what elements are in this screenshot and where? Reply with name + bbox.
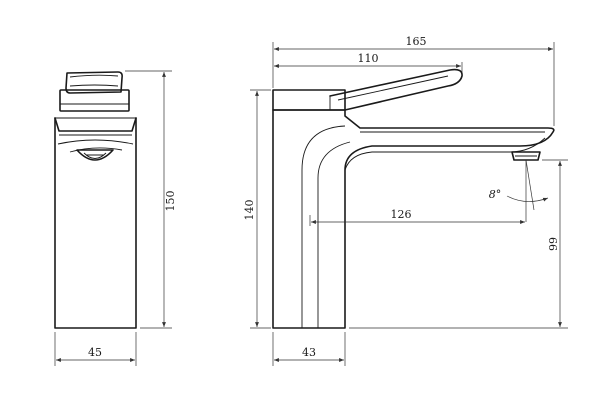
side-view-handle-lever [65,71,123,94]
stream-angled [525,159,535,211]
dim-165-label: 165 [406,35,427,48]
dim-43-label: 43 [302,346,316,359]
dim-angle-label: 8° [489,188,502,201]
dim-150-label: 150 [164,191,177,212]
angle-arc [506,195,549,202]
side-view-handle-lever-face [69,74,119,78]
dim-126-label: 126 [391,208,412,221]
profile-view: 165 110 140 126 8° 99 43 [243,35,568,366]
side-view-top-band [54,117,137,132]
profile-handle-lever-inner [337,75,449,101]
side-view-handle-base [59,89,130,112]
side-view-aerator [76,149,114,161]
dim-99-label: 99 [547,237,560,251]
profile-aerator [511,151,541,161]
profile-cap [272,89,346,111]
side-view-handle-lever-face-lower [69,84,119,87]
profile-body-shade-curve [317,141,351,328]
profile-body-inner-curve [301,125,346,328]
profile-handle-lever [329,68,463,111]
profile-spout-bottom [344,137,546,171]
side-view: 150 45 [54,70,177,366]
dim-110-label: 110 [358,52,379,65]
side-view-front-face [57,139,134,145]
side-view-front-curve [69,147,123,153]
side-view-body [54,117,137,329]
dim-140-label: 140 [243,200,256,221]
dim-45-label: 45 [88,346,102,359]
profile-body-outline [272,109,555,329]
side-view-aerator-inner [83,152,107,159]
